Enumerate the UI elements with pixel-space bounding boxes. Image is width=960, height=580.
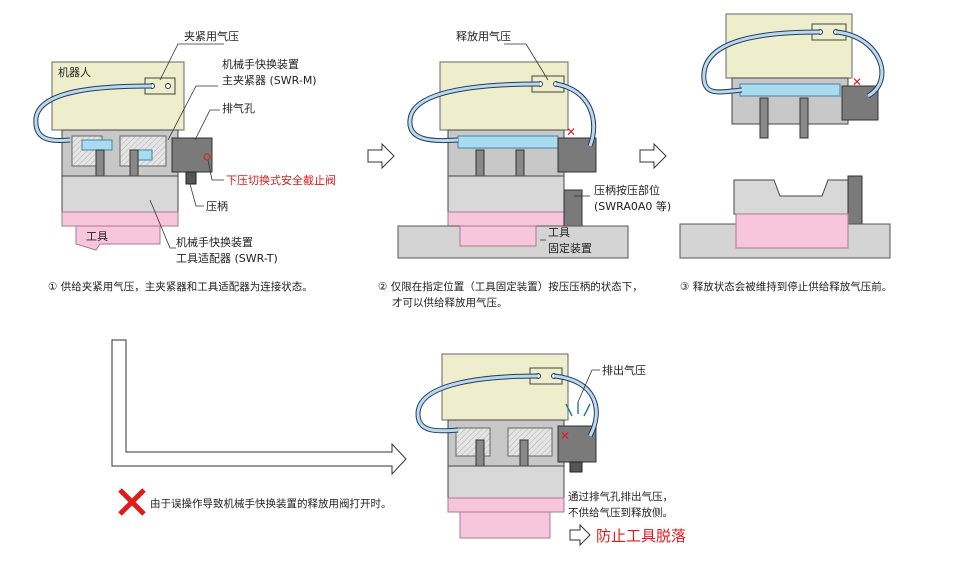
- caption-step-2b: 才可以供给释放用气压。: [392, 296, 508, 309]
- exhaust-flow-icon: [565, 402, 591, 417]
- note-2: 不供给气压到释放侧。: [568, 506, 673, 519]
- caption-step-2a: ② 仅限在指定位置（工具固定装置）按压压柄的状态下，: [378, 280, 643, 293]
- blocked-x-icon: ✕: [566, 125, 576, 139]
- note-1: 通过排气孔排出气压，: [568, 490, 673, 503]
- panel-1: 夹紧用气压 机器人 机械手快换装置 主夹紧器 (SWR-M) 排气孔 下压切换式…: [33, 29, 336, 293]
- panel-3: ✕ ③ 释放状态会被维持到停止供给释放气压前。: [679, 13, 892, 293]
- label-release-air: 释放用气压: [456, 29, 511, 43]
- label-plunger: 压柄: [206, 200, 228, 213]
- label-robot: 机器人: [58, 65, 91, 79]
- panel-1-leaders: [149, 43, 224, 249]
- tool-adapter-body: [61, 175, 179, 251]
- caption-step-3: ③ 释放状态会被维持到停止供给释放气压前。: [680, 280, 892, 293]
- label-fixture-1: 工具: [548, 226, 570, 239]
- panel-2: ✕ 释放用气压 压柄按压部位 (SWRA0A0 等) 工具 固定装置 ② 仅限在…: [378, 29, 671, 309]
- blocked-x-icon: ✕: [560, 429, 570, 443]
- panel-4: ✕ 排出气压 通过排气孔排出气压， 不供给气压到释放侧。 防止工具脱落: [415, 353, 686, 547]
- label-exhaust-port: 排气孔: [222, 101, 255, 115]
- label-master-1: 机械手快换装置: [222, 57, 299, 71]
- label-valve: 下压切换式安全截止阀: [226, 173, 336, 187]
- caption-step-1: ① 供给夹紧用气压，主夹紧器和工具适配器为连接状态。: [48, 280, 313, 293]
- label-press-1: 压柄按压部位: [594, 183, 660, 197]
- label-tool: 工具: [86, 230, 108, 243]
- label-press-2: (SWRA0A0 等): [594, 199, 671, 213]
- label-exhaust-air: 排出气压: [602, 363, 646, 377]
- arrow-right-icon: [639, 142, 667, 170]
- arrow-right-icon: [367, 142, 395, 170]
- label-adapter-1: 机械手快换装置: [176, 235, 253, 249]
- robot-block: [51, 61, 185, 131]
- label-fixture-2: 固定装置: [548, 241, 592, 255]
- result-text: 防止工具脱落: [596, 527, 686, 545]
- label-clamp-air: 夹紧用气压: [184, 29, 239, 43]
- safety-valve: [171, 137, 213, 185]
- label-master-2: 主夹紧器 (SWR-M): [222, 74, 317, 87]
- valve-marker: [203, 153, 211, 161]
- result-arrow-icon: [569, 523, 591, 547]
- blocked-x-icon: ✕: [852, 75, 862, 89]
- error-cross-icon: [118, 488, 146, 516]
- error-caption: 由于误操作导致机械手快换装置的释放用阀打开时。: [150, 497, 392, 510]
- label-adapter-2: 工具适配器 (SWR-T): [176, 252, 278, 265]
- flow-arrow-icon: [111, 339, 407, 476]
